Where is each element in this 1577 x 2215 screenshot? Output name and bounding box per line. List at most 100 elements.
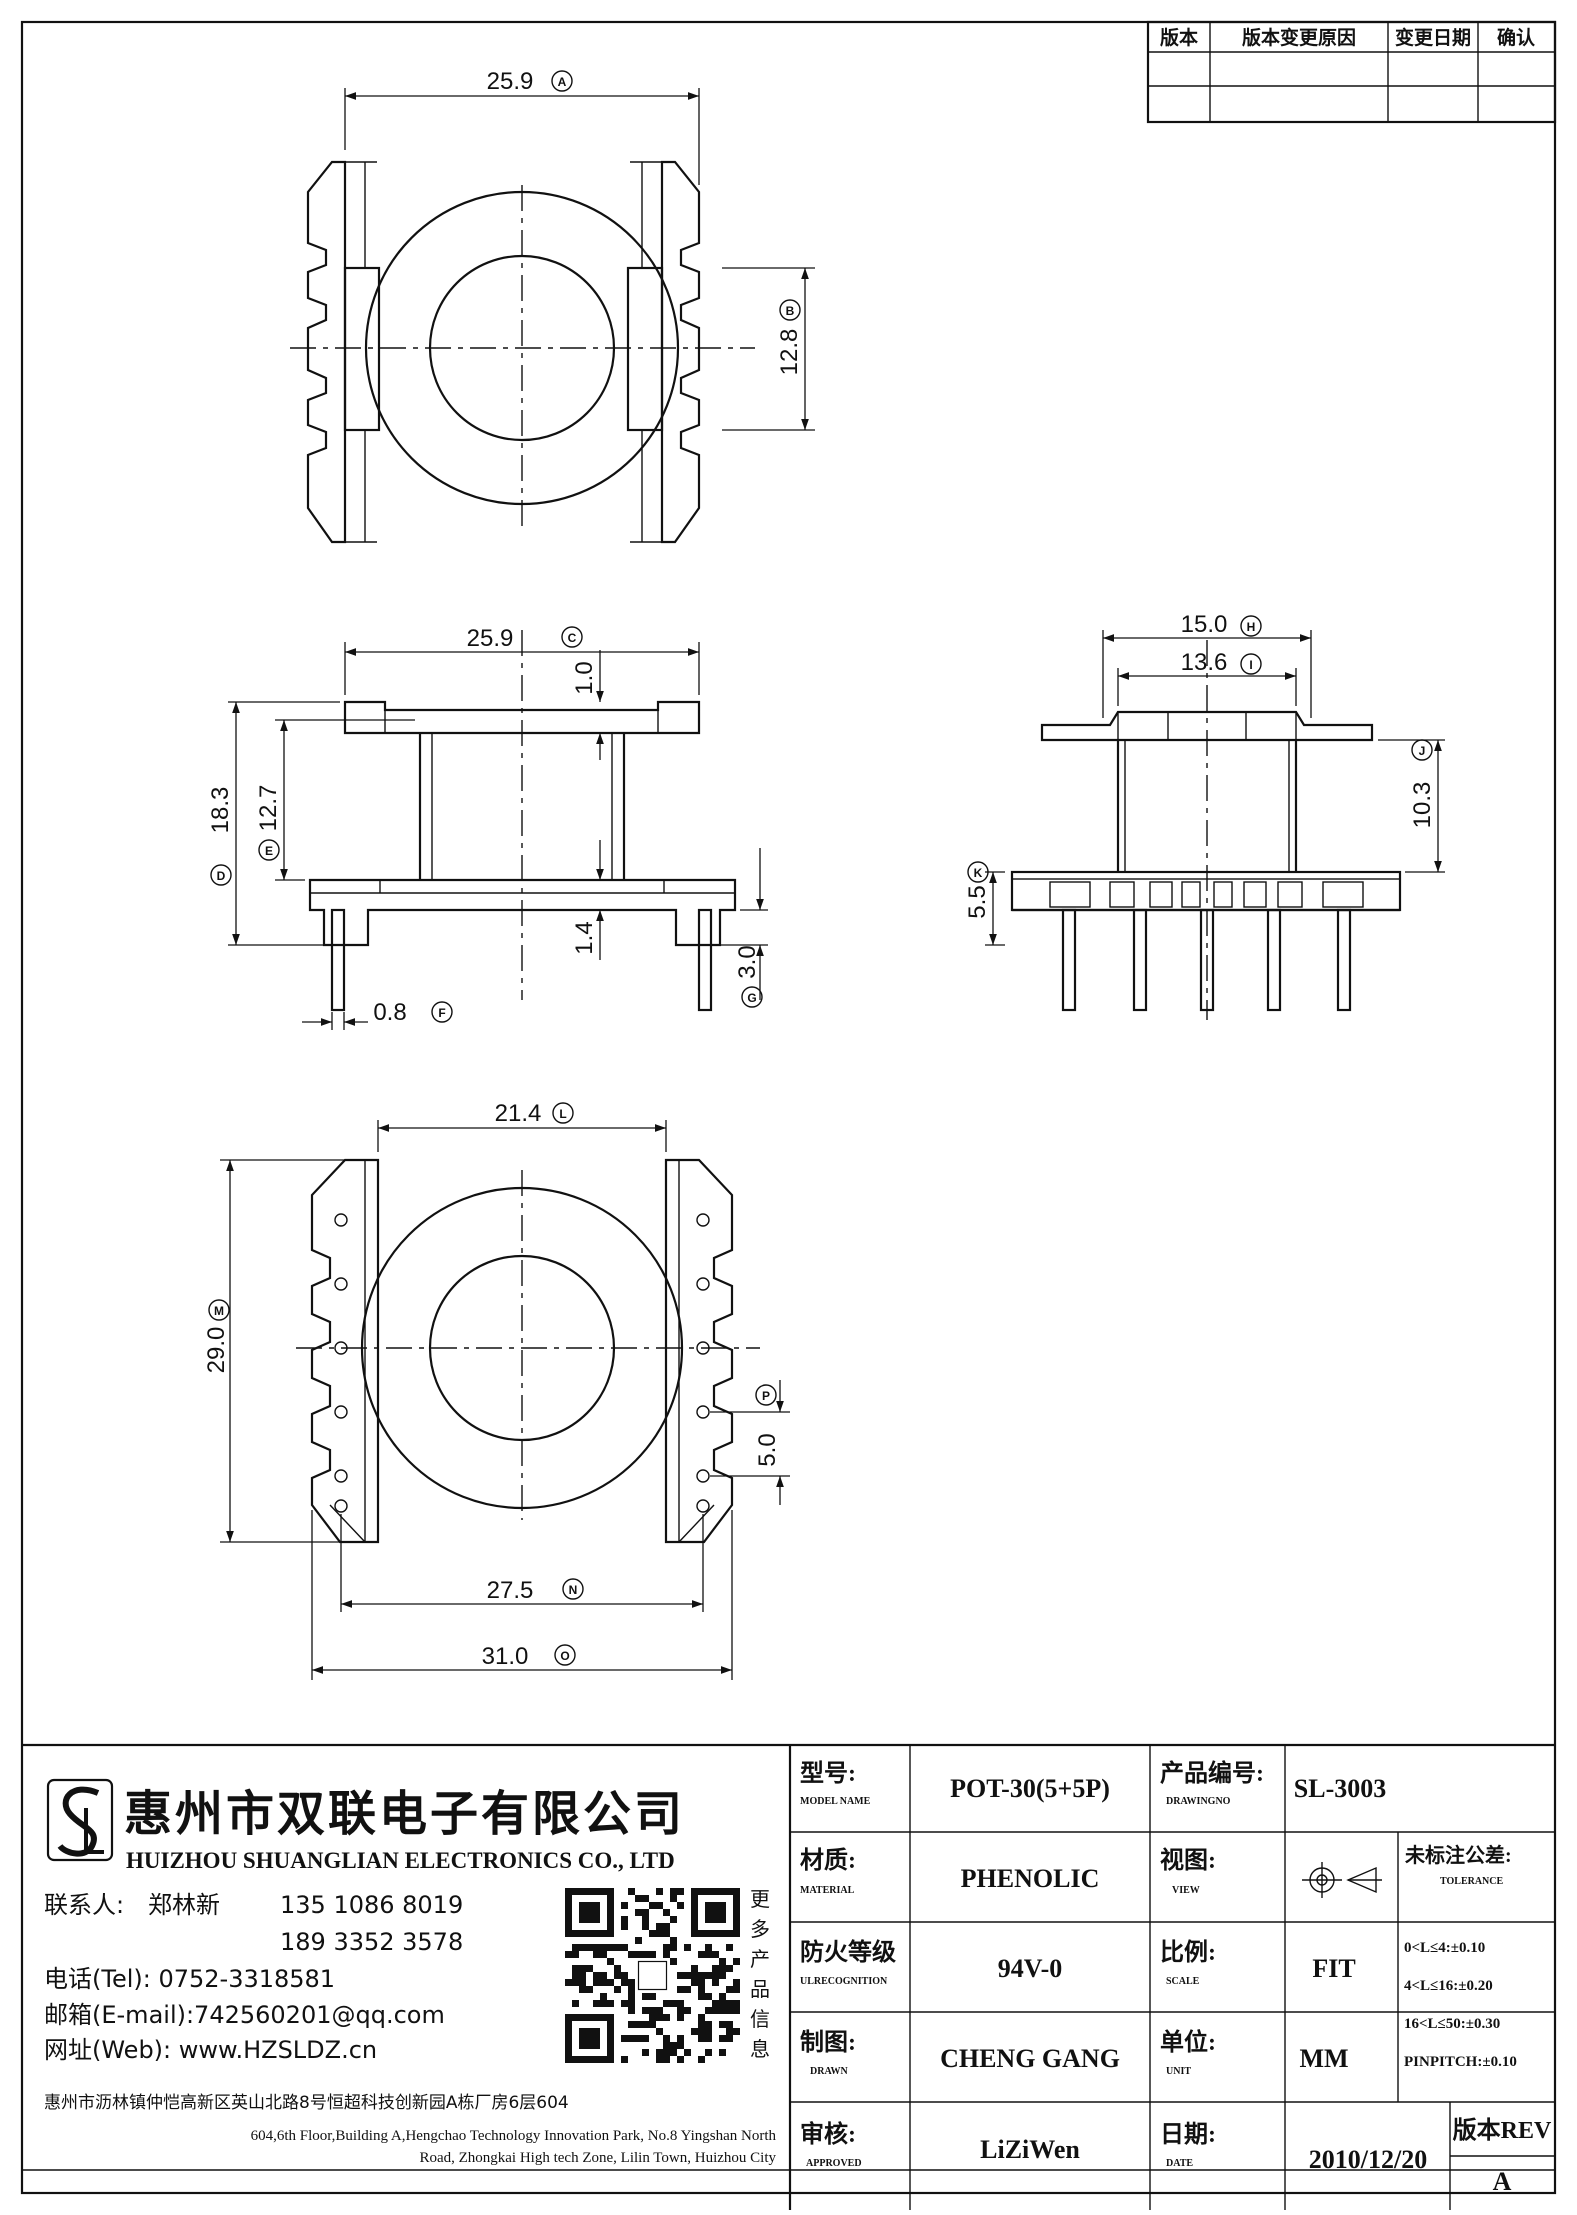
label-approved-en: APPROVED — [806, 2158, 862, 2169]
value-date: 2010/12/20 — [1309, 2145, 1427, 2174]
rev-header-confirm: 确认 — [1497, 26, 1535, 49]
label-model: 型号: — [800, 1760, 856, 1787]
dim-front-base: 1.4 — [571, 921, 598, 954]
dim-tag-l: L — [559, 1107, 566, 1121]
dim-tag-o: O — [560, 1649, 569, 1663]
dim-tag-n: N — [569, 1583, 578, 1597]
more-info-char-4: 品 — [750, 1977, 770, 2001]
dim-tag-k: K — [974, 866, 983, 880]
sheet-border — [20, 20, 1557, 2195]
front-view: 25.9 C 1.0 18.3 D 12.7 E 1.4 3.0 G — [207, 625, 768, 1030]
label-tolerance-en: TOLERANCE — [1440, 1876, 1503, 1887]
dim-bottom-pin-span: 27.5 — [487, 1577, 534, 1604]
dim-front-inner: 12.7 — [255, 785, 282, 832]
dim-bottom-width: 21.4 — [495, 1100, 542, 1127]
dim-front-flange: 1.0 — [571, 661, 598, 694]
tolerance-range-2: 4<L≤16:±0.20 — [1404, 1978, 1493, 1994]
value-unit: MM — [1299, 2044, 1348, 2073]
dim-front-total: 18.3 — [207, 787, 234, 834]
label-view: 视图: — [1160, 1847, 1216, 1874]
label-fire-rating: 防火等级 — [800, 1938, 896, 1966]
side-view: 15.0 H 13.6 I 10.3 J 5.5 K — [964, 611, 1445, 1020]
dim-bottom-overall: 31.0 — [482, 1643, 529, 1670]
dim-tag-f: F — [438, 1006, 445, 1020]
value-scale: FIT — [1312, 1954, 1355, 1983]
label-drawn-en: DRAWN — [810, 2066, 849, 2077]
label-tolerance: 未标注公差: — [1405, 1843, 1512, 1867]
dim-tag-e: E — [265, 844, 273, 858]
value-model: POT-30(5+5P) — [950, 1774, 1110, 1803]
dim-tag-g: G — [747, 991, 756, 1005]
label-revision: 版本REV — [1453, 2117, 1552, 2144]
label-date-en: DATE — [1166, 2158, 1193, 2169]
label-view-en: VIEW — [1172, 1885, 1200, 1896]
company-logo — [46, 1778, 114, 1862]
dim-tag-c: C — [568, 631, 577, 645]
label-scale: 比例: — [1160, 1939, 1216, 1966]
dim-tag-d: D — [217, 869, 226, 883]
label-approved: 审核: — [800, 2120, 856, 2148]
more-info-char-2: 多 — [750, 1917, 770, 1941]
value-approved: LiZiWen — [980, 2135, 1080, 2164]
company-block: 惠州市双联电子有限公司 HUIZHOU SHUANGLIAN ELECTRONI… — [44, 1778, 777, 2166]
value-material: PHENOLIC — [961, 1864, 1100, 1893]
dim-top-height: 12.8 — [776, 329, 803, 376]
label-material-en: MATERIAL — [800, 1885, 855, 1896]
dim-top-width: 25.9 — [487, 68, 534, 95]
title-block — [788, 1745, 1555, 2210]
dim-tag-m: M — [214, 1304, 224, 1318]
label-drawn: 制图: — [800, 2029, 856, 2056]
label-material: 材质: — [800, 1847, 856, 1874]
contact-web: 网址(Web): www.HZSLDZ.cn — [44, 2036, 377, 2064]
address-en-line-2: Road, Zhongkai High tech Zone, Lilin Tow… — [419, 2150, 776, 2166]
label-model-en: MODEL NAME — [800, 1796, 871, 1807]
more-info-char-3: 产 — [750, 1947, 770, 1971]
value-drawn: CHENG GANG — [940, 2044, 1120, 2073]
dim-front-pin-dia: 0.8 — [373, 999, 406, 1026]
address-cn: 惠州市沥林镇仲恺高新区英山北路8号恒超科技创新园A栋厂房6层604 — [44, 2093, 569, 2113]
tolerance-range-1: 0<L≤4:±0.10 — [1404, 1940, 1485, 1956]
dim-side-inner: 13.6 — [1181, 649, 1228, 676]
value-revision: A — [1493, 2167, 1512, 2196]
dim-front-pin-len: 3.0 — [734, 945, 761, 978]
dim-bottom-pitch: 5.0 — [754, 1433, 781, 1466]
dim-tag-p: P — [762, 1389, 770, 1403]
rev-header-reason: 版本变更原因 — [1242, 26, 1356, 49]
dim-tag-b: B — [786, 304, 795, 318]
contact-tel: 电话(Tel): 0752-3318581 — [44, 1965, 335, 1993]
contact-email: 邮箱(E-mail):742560201@qq.com — [44, 2001, 445, 2029]
company-name-cn: 惠州市双联电子有限公司 — [124, 1786, 685, 1842]
tolerance-pin-pitch: PINPITCH:±0.10 — [1404, 2054, 1517, 2070]
projection-symbol-icon — [1302, 1862, 1382, 1898]
label-drawing-no-en: DRAWINGNO — [1166, 1796, 1231, 1807]
value-drawing-no: SL-3003 — [1294, 1774, 1386, 1803]
address-en-line-1: 604,6th Floor,Building A,Hengchao Techno… — [251, 2128, 777, 2144]
dim-tag-i: I — [1249, 658, 1252, 672]
contact-phone-1: 135 1086 8019 — [280, 1891, 463, 1919]
bottom-view: 21.4 L 29.0 M 27.5 N 31.0 O 5.0 P — [203, 1100, 790, 1680]
company-name-en: HUIZHOU SHUANGLIAN ELECTRONICS CO., LTD — [126, 1848, 675, 1873]
dim-side-height: 10.3 — [1409, 782, 1436, 829]
contact-phone-2: 189 3352 3578 — [280, 1928, 463, 1956]
contact-name: 郑林新 — [148, 1891, 220, 1919]
rev-header-date: 变更日期 — [1395, 26, 1471, 49]
qr-code — [565, 1888, 740, 2063]
revision-table: 版本 版本变更原因 变更日期 确认 — [1146, 20, 1557, 124]
top-view: 25.9 A 12.8 B — [290, 68, 815, 544]
dim-bottom-height: 29.0 — [203, 1327, 230, 1374]
dim-side-outer: 15.0 — [1181, 611, 1228, 638]
label-date: 日期: — [1160, 2121, 1216, 2148]
tolerance-range-3: 16<L≤50:±0.30 — [1404, 2016, 1500, 2032]
more-info-char-1: 更 — [750, 1887, 770, 1911]
rev-header-version: 版本 — [1160, 26, 1198, 49]
label-fire-rating-en: ULRECOGNITION — [800, 1976, 888, 1987]
dim-tag-a: A — [558, 75, 567, 89]
label-unit: 单位: — [1160, 2028, 1216, 2056]
label-unit-en: UNIT — [1166, 2066, 1191, 2077]
more-info-char-5: 信 — [750, 2007, 770, 2031]
dim-side-base: 5.5 — [964, 885, 991, 918]
dim-tag-j: J — [1419, 744, 1426, 758]
value-fire-rating: 94V-0 — [998, 1954, 1063, 1983]
dim-front-width: 25.9 — [467, 625, 514, 652]
